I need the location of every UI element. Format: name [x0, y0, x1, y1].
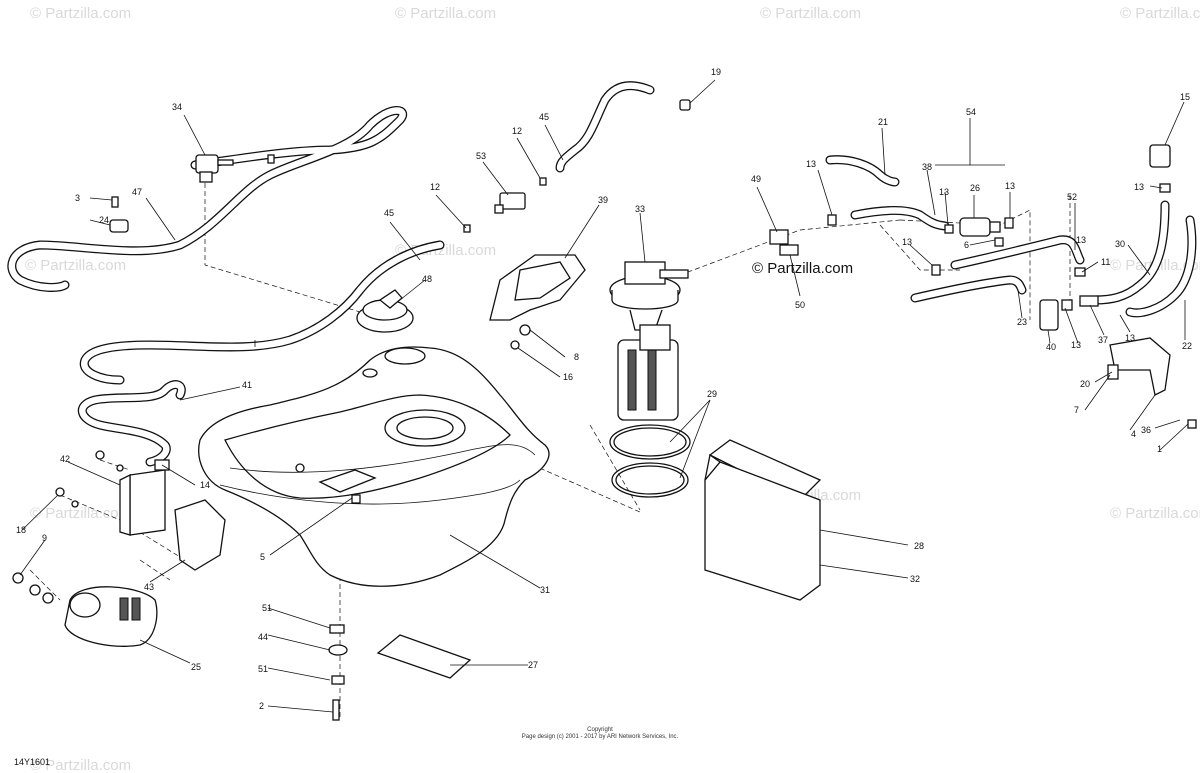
callout-11: 11: [1101, 257, 1110, 267]
seal-rings: [609, 424, 691, 498]
callout-2: 2: [259, 701, 264, 711]
heat-shield-panels: [704, 439, 822, 601]
fuel-hose-22: [1125, 215, 1197, 318]
callout-39: 39: [598, 195, 608, 205]
callout-47: 47: [132, 187, 142, 197]
fuel-hose-23: [910, 275, 1027, 303]
fuel-hose-52: [950, 235, 1085, 270]
callout-28: 28: [914, 541, 924, 551]
callout-44: 44: [258, 632, 268, 642]
copyright-notice: Copyright Page design (c) 2001 - 2017 by…: [420, 727, 780, 741]
callout-13: 13: [939, 187, 949, 197]
callout-54: 54: [966, 107, 976, 117]
evap-canister-bracket: [119, 469, 226, 571]
callout-51: 51: [262, 603, 272, 613]
fuel-hose-38: [850, 205, 950, 231]
watermark-text: © Partzilla.com: [30, 757, 131, 773]
callout-31: 31: [540, 585, 550, 595]
watermark-text: © Partzilla.com: [1110, 505, 1200, 522]
callout-25: 25: [191, 662, 201, 672]
fuel-hose-21: [825, 155, 900, 187]
rollover-valve: [195, 154, 234, 183]
vent-hose-45-lower: [79, 240, 445, 385]
callout-13: 13: [1134, 182, 1144, 192]
callout-9: 9: [42, 533, 47, 543]
pump-bracket: [489, 254, 586, 350]
callout-4: 4: [1131, 429, 1136, 439]
callout-52: 52: [1067, 192, 1077, 202]
watermark-layer: © Partzilla.com © Partzilla.com © Partzi…: [25, 5, 1200, 773]
callout-49: 49: [751, 174, 761, 184]
callout-40: 40: [1046, 342, 1056, 352]
charcoal-canister: [64, 586, 158, 647]
copyright-label: Copyright: [587, 727, 613, 733]
callout-21: 21: [878, 117, 888, 127]
watermark-text: © Partzilla.com: [30, 5, 131, 22]
watermark-text: © Partzilla.com: [25, 257, 126, 274]
copyright-text: Page design (c) 2001 - 2017 by ARI Netwo…: [521, 734, 679, 740]
watermark-text: © Partzilla.com: [395, 5, 496, 22]
callout-13: 13: [1125, 333, 1135, 343]
fuel-hose-30: [1090, 200, 1170, 305]
callout-23: 23: [1017, 317, 1027, 327]
vent-hose-47: [7, 106, 408, 292]
callout-29: 29: [707, 389, 717, 399]
callout-34: 34: [172, 102, 182, 112]
callout-20: 20: [1080, 379, 1090, 389]
callout-15: 15: [1180, 92, 1190, 102]
fuel-pump-module: [609, 261, 689, 421]
callout-53: 53: [476, 151, 486, 161]
callout-43: 43: [144, 582, 154, 592]
callout-5: 5: [260, 552, 265, 562]
callout-33: 33: [635, 204, 645, 214]
callout-38: 38: [922, 162, 932, 172]
callout-45: 45: [539, 112, 549, 122]
fuel-cap: [356, 289, 414, 333]
callout-42: 42: [60, 454, 70, 464]
watermark-text: © Partzilla.com: [1120, 5, 1200, 22]
callout-1: 1: [1157, 444, 1162, 454]
callout-3: 3: [75, 193, 80, 203]
callout-27: 27: [528, 660, 538, 670]
callout-37: 37: [1098, 335, 1108, 345]
callout-48: 48: [422, 274, 432, 284]
callout-13: 13: [1071, 340, 1081, 350]
watermark-text: © Partzilla.com: [30, 505, 131, 522]
fuel-tank: [198, 346, 550, 587]
callout-36: 36: [1141, 425, 1151, 435]
callout-13: 13: [902, 237, 912, 247]
callout-labels: 1 2 3 4 5 6 7 8 9 11 12 12 13 13 13 13 1…: [16, 67, 1192, 711]
vent-hose-41: [78, 380, 186, 467]
callout-16: 16: [563, 372, 573, 382]
callout-13: 13: [1076, 235, 1086, 245]
callout-30: 30: [1115, 239, 1125, 249]
callout-51: 51: [258, 664, 268, 674]
callout-24: 24: [99, 215, 109, 225]
diagram-reference-code: 14Y1601: [14, 757, 51, 767]
vent-hose-45-upper: [555, 81, 655, 173]
small-hardware: [12, 99, 1197, 721]
leader-lines: [19, 79, 1189, 713]
callout-13: 13: [1005, 181, 1015, 191]
callout-41: 41: [242, 380, 252, 390]
callout-26: 26: [970, 183, 980, 193]
callout-12: 12: [512, 126, 522, 136]
partzilla-watermark: © Partzilla.com: [752, 260, 853, 277]
callout-19: 19: [711, 67, 721, 77]
callout-7: 7: [1074, 405, 1079, 415]
callout-22: 22: [1182, 341, 1192, 351]
callout-45: 45: [384, 208, 394, 218]
callout-13: 13: [806, 159, 816, 169]
callout-50: 50: [795, 300, 805, 310]
callout-32: 32: [910, 574, 920, 584]
callout-8: 8: [574, 352, 579, 362]
watermark-text: © Partzilla.com: [760, 5, 861, 22]
callout-12: 12: [430, 182, 440, 192]
callout-18: 18: [16, 525, 26, 535]
pad: [376, 634, 472, 679]
callout-14: 14: [200, 480, 210, 490]
callout-6: 6: [964, 240, 969, 250]
